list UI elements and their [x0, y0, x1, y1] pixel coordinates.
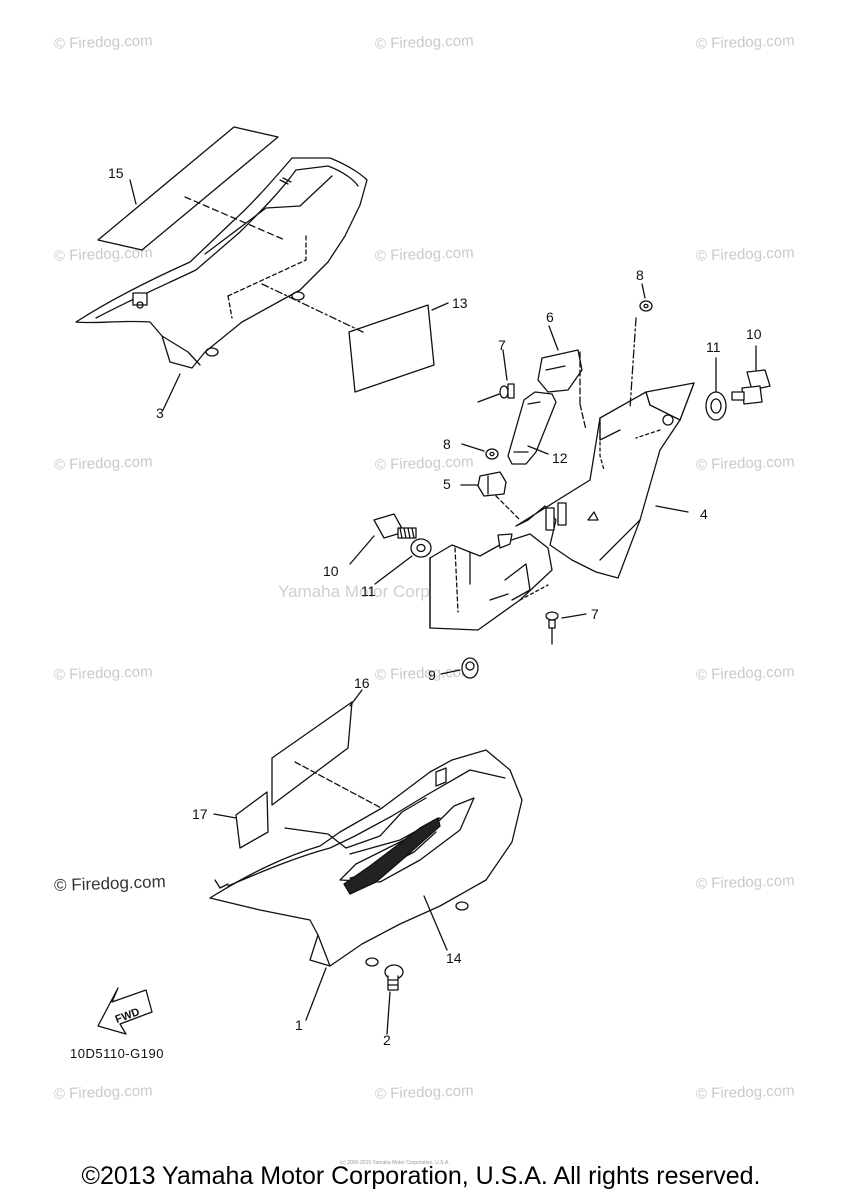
callout-8-lower: 8 — [443, 436, 451, 452]
decal-13 — [349, 305, 434, 392]
callout-1: 1 — [295, 1017, 303, 1033]
decal-15 — [98, 127, 278, 250]
lower-bracket — [430, 534, 552, 630]
grommet-11-left — [411, 539, 431, 557]
callout-14: 14 — [446, 950, 462, 966]
callout-12: 12 — [552, 450, 568, 466]
side-cover-3 — [76, 158, 367, 368]
copyright-footer: ©2013 Yamaha Motor Corporation, U.S.A. A… — [81, 1162, 761, 1190]
clip-6 — [538, 350, 582, 392]
callout-7-lower: 7 — [591, 606, 599, 622]
callout-16: 16 — [354, 675, 370, 691]
emblem-14 — [344, 818, 440, 894]
callout-10-right: 10 — [746, 326, 762, 342]
strap-12 — [508, 392, 556, 464]
callout-10-left: 10 — [323, 563, 339, 579]
washer-8-lower — [486, 449, 498, 459]
callout-2: 2 — [383, 1032, 391, 1048]
grommet-9 — [462, 658, 478, 678]
callout-11-right: 11 — [706, 339, 721, 355]
callout-6: 6 — [546, 309, 554, 325]
decal-16 — [272, 702, 352, 805]
decal-17 — [236, 792, 268, 848]
callout-17: 17 — [192, 806, 208, 822]
callout-11-left: 11 — [361, 583, 376, 599]
tiny-copyright: (c) 2000-2015 Yamaha Motor Corporation, … — [340, 1160, 450, 1166]
callout-8-upper: 8 — [636, 267, 644, 283]
callout-7-upper: 7 — [498, 337, 506, 353]
rivet-7-lower — [546, 612, 558, 644]
screw-2 — [385, 965, 403, 990]
callout-15: 15 — [108, 165, 124, 181]
callout-9: 9 — [428, 667, 436, 683]
side-cover-1 — [210, 750, 522, 966]
grommet-11-right — [706, 392, 726, 420]
bolt-10-left — [374, 514, 416, 538]
bolt-10-right — [732, 370, 770, 404]
bracket-4 — [516, 383, 694, 578]
callout-13: 13 — [452, 295, 468, 311]
rivet-7-upper — [478, 384, 514, 402]
callout-3: 3 — [156, 405, 164, 421]
callout-5: 5 — [443, 476, 451, 492]
diagram-code: 10D5110-G190 — [70, 1046, 164, 1061]
washer-8-upper — [640, 301, 652, 311]
nut-5 — [478, 472, 506, 496]
callout-4: 4 — [700, 506, 708, 522]
fwd-arrow-icon — [98, 988, 152, 1034]
